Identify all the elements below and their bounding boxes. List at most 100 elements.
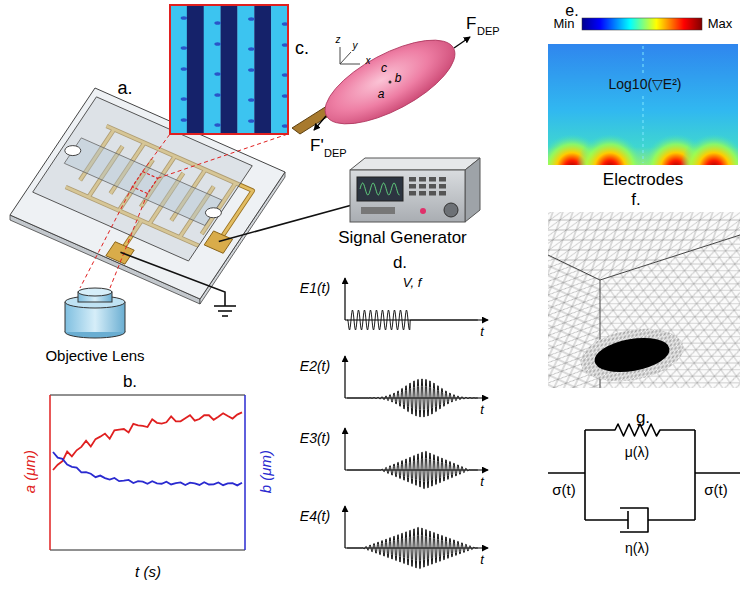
objective-lens-illustration: [125, 302, 126, 332]
deformation-chart: [50, 395, 245, 550]
deformation-chart: [50, 550, 245, 551]
signal-generator-illustration: [429, 177, 436, 182]
micrograph-inset: [170, 5, 288, 134]
force-arrow: [454, 37, 470, 48]
micrograph-inset: [187, 5, 204, 134]
axis-name: z: [336, 34, 341, 46]
inlet-port: [65, 146, 81, 156]
signal-generator-illustration: [419, 191, 426, 196]
field-quantity: Log10(▽E²): [608, 76, 681, 92]
axis-name: t: [480, 325, 484, 340]
ground-symbol: [214, 306, 236, 316]
viscoelastic-model: [548, 424, 740, 532]
field-plot: [680, 134, 738, 165]
zoom-leader: [80, 134, 288, 288]
signal-waveforms: [347, 379, 478, 417]
axis-triad: [340, 47, 341, 64]
ellipsoid-cell: [313, 23, 466, 140]
field-plot: [643, 96, 644, 163]
axis-name: t: [480, 553, 484, 568]
length-curve: [53, 412, 242, 470]
ground-symbol: [222, 315, 228, 317]
force-subscript: DEP: [477, 25, 500, 38]
contact-pad: [204, 231, 232, 253]
panel-letter: a.: [117, 78, 132, 99]
semi-axis-label: c: [381, 62, 387, 76]
simulation-mesh: [600, 235, 740, 280]
micrograph-inset: [248, 68, 254, 72]
field-plot: [538, 18, 748, 202]
semi-axis-label: b: [395, 72, 402, 86]
force-subscript: DEP: [324, 147, 347, 160]
signal-parameter: V, f: [403, 276, 422, 291]
axis-name: y: [353, 40, 358, 52]
micrograph-inset: [181, 16, 187, 20]
region-label: Electrodes: [603, 170, 683, 190]
signal-name: E3(t): [300, 430, 330, 446]
zoom-leader: [143, 134, 171, 172]
signal-name: E2(t): [300, 358, 330, 374]
cell-model: [292, 23, 470, 140]
micrograph-inset: [170, 5, 187, 134]
scale-end-label: Min: [554, 17, 575, 32]
inlet-port: [205, 208, 221, 218]
panel-letter: f.: [631, 190, 640, 210]
node-label: Signal Generator: [338, 228, 467, 248]
panel-letter: d.: [393, 253, 407, 273]
signal-generator-illustration: [465, 158, 480, 222]
cell-shape: [592, 333, 672, 378]
signal-generator-illustration: [419, 184, 426, 189]
signal-waveforms: [347, 451, 478, 488]
viscoelastic-model: [695, 472, 740, 474]
signal-generator-illustration: [409, 177, 416, 182]
signal-generator-illustration: [350, 170, 465, 222]
zoom-region: [132, 172, 157, 194]
width-curve: [53, 452, 242, 485]
zoom-leader: [158, 134, 288, 178]
simulation-mesh: [548, 255, 600, 280]
field-plot: [576, 134, 644, 165]
signal-waveforms: [347, 527, 478, 568]
signal-generator-illustration: [357, 177, 403, 201]
objective-lens-illustration: [65, 302, 66, 332]
viscoelastic-model: [585, 519, 628, 521]
ground-symbol: [214, 305, 236, 307]
contact-pad: [106, 242, 134, 264]
element-parameter: η(λ): [625, 540, 649, 556]
axis-name: t: [480, 475, 484, 490]
viscoelastic-model: [584, 430, 586, 520]
signal-generator-illustration: [429, 184, 436, 189]
wire: [120, 205, 352, 306]
panel-letter: b.: [123, 372, 137, 392]
micrograph-inset: [221, 5, 238, 134]
objective-lens: Objective Lens: [20, 284, 170, 364]
zoom-leader: [80, 187, 132, 288]
flow-channel: [64, 138, 222, 226]
deformation-chart: [50, 395, 245, 396]
force-symbol: F': [310, 136, 324, 156]
stress-label: σ(t): [552, 481, 575, 498]
micrograph-inset: [248, 98, 254, 102]
micrograph-inset: [181, 118, 187, 122]
micrograph-inset: [237, 5, 254, 134]
micrograph-inset: [181, 97, 187, 101]
panel-letter: g.: [636, 408, 650, 428]
signal-waveforms: [344, 356, 345, 398]
micrograph-inset: [214, 42, 220, 46]
micrograph-inset: [248, 17, 254, 21]
signal-waveforms: [347, 310, 478, 330]
scale-end-label: Max: [708, 17, 733, 32]
signal-generator-illustration: [350, 158, 480, 170]
signal-waveforms: [344, 278, 345, 320]
field-plot: [643, 46, 644, 73]
signal-generator-illustration: [419, 177, 426, 182]
axis-triad: [340, 52, 351, 64]
signal-generator-illustration: [429, 191, 436, 196]
force-arrow: [314, 116, 326, 130]
signal-waveforms: [344, 506, 345, 548]
simulation-mesh: [548, 212, 740, 389]
simulation-mesh: [576, 321, 687, 388]
signal-name: E4(t): [300, 508, 330, 524]
viscoelastic-model: [620, 508, 648, 532]
